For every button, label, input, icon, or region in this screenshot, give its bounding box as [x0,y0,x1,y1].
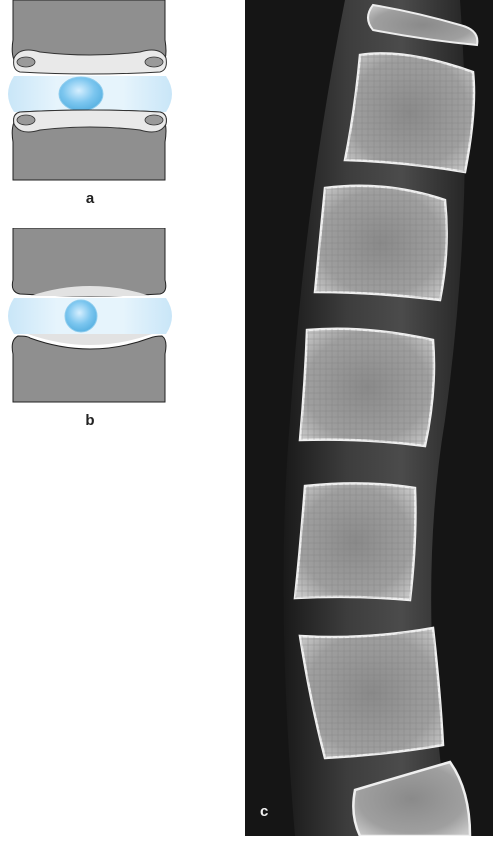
vertebra-3 [315,186,447,300]
label-b: b [80,412,100,429]
nucleus-pulposus-a [59,77,103,111]
vertebra-4 [300,329,434,446]
lower-vertebra-b [12,336,166,402]
schematic-panel-a [0,0,190,190]
vertebra-6 [300,628,443,758]
schematic-panel-b [0,228,190,408]
nucleus-pulposus-b [65,300,97,332]
vertebra-2 [345,53,474,172]
vertebra-5 [295,483,415,600]
xray-panel-c [245,0,493,836]
label-a: a [80,190,100,207]
label-c: c [260,803,268,820]
upper-vertebra-b [12,228,166,296]
